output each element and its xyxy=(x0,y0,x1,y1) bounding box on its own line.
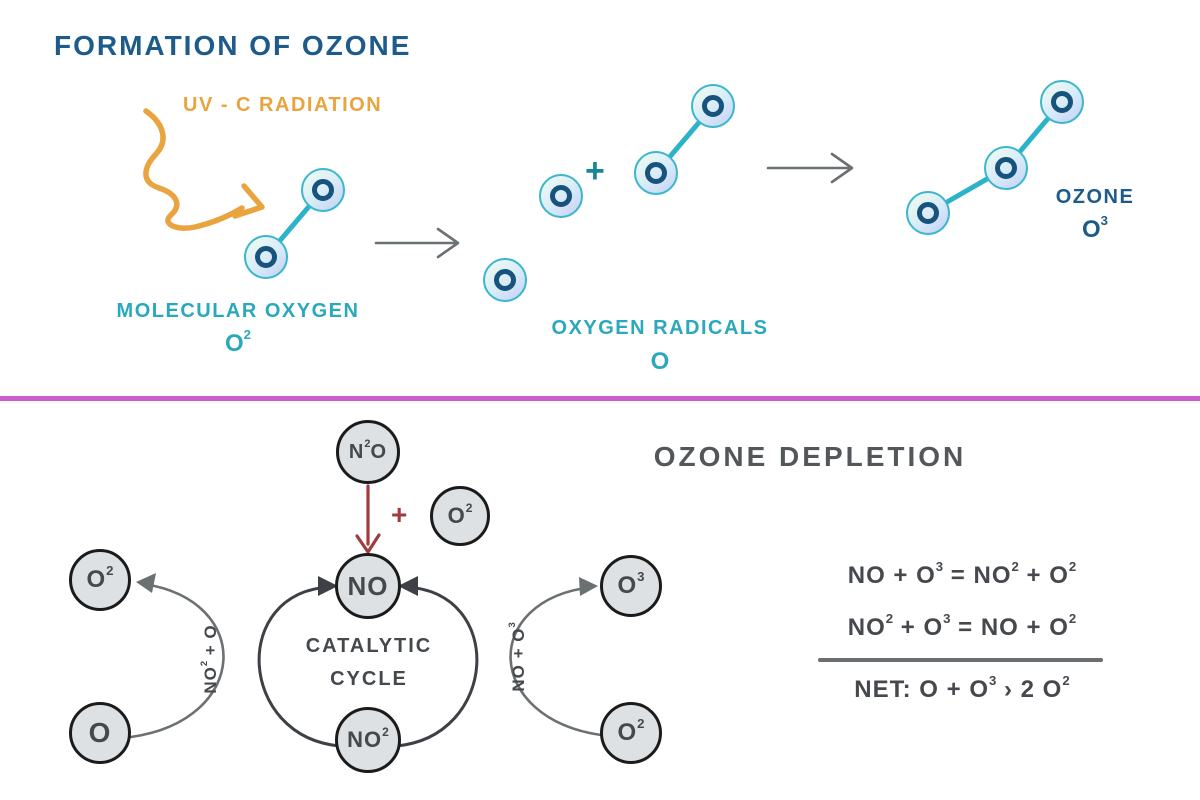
equation-divider xyxy=(818,658,1103,662)
catalytic-cycle-label-line1: CATALYTIC xyxy=(305,635,433,657)
molecular-oxygen-label: MOLECULAR OXYGEN xyxy=(116,300,360,322)
oxygen-atom-core-icon xyxy=(550,185,572,207)
oxygen-atom-icon xyxy=(301,168,345,212)
molecule-node-no: NO xyxy=(335,553,401,619)
oxygen-radicals-label: OXYGEN RADICALS xyxy=(551,317,769,339)
oxygen-atom-core-icon xyxy=(917,202,939,224)
oxygen-atom-core-icon xyxy=(255,246,277,268)
cycle-left-arc xyxy=(257,585,342,748)
depletion-title: OZONE DEPLETION xyxy=(653,441,967,472)
plus-sign: + xyxy=(585,152,605,190)
oxygen-radicals-formula: O xyxy=(650,348,670,375)
equation-net: NET: O + O3 › 2 O2 xyxy=(854,672,1070,703)
oxygen-atom-core-icon xyxy=(312,179,334,201)
cycle-left-arrowhead xyxy=(318,576,338,596)
outer-left-arrowhead xyxy=(136,573,156,593)
cycle-right-arrowhead xyxy=(398,576,418,596)
depletion-plus-sign: + xyxy=(391,499,408,530)
reaction-arrow-1 xyxy=(374,227,460,259)
oxygen-atom-core-icon xyxy=(494,269,516,291)
ozone-formula: O3 xyxy=(1081,212,1108,243)
outer-right-arc xyxy=(509,585,603,737)
uv-radiation-label: UV - C RADIATION xyxy=(183,94,383,116)
molecular-oxygen-formula: O2 xyxy=(224,326,251,357)
oxygen-atom-icon xyxy=(539,174,583,218)
molecule-node-o2-reactant: O2 xyxy=(430,486,490,546)
uv-squiggle-arrowhead xyxy=(232,183,265,219)
molecule-node-o-bottom-left: O xyxy=(69,702,131,764)
formation-title: FORMATION OF OZONE xyxy=(54,30,412,61)
ozone-label: OZONE xyxy=(1055,186,1135,208)
outer-left-arc xyxy=(129,582,225,739)
equation-1: NO + O3 = NO2 + O2 xyxy=(847,558,1077,589)
uv-squiggle-arrow xyxy=(143,108,245,231)
outer-right-arrowhead xyxy=(579,577,598,596)
section-divider xyxy=(0,396,1200,401)
catalytic-cycle-label-line2: CYCLE xyxy=(330,668,408,690)
oxygen-atom-core-icon xyxy=(1051,91,1073,113)
right-arc-reaction-label: NO + O3 xyxy=(507,622,528,692)
oxygen-atom-icon xyxy=(691,84,735,128)
molecule-node-o2-top-left: O2 xyxy=(69,549,131,611)
cycle-right-arc xyxy=(394,585,479,748)
molecule-node-n2o: N2O xyxy=(336,420,400,484)
oxygen-atom-core-icon xyxy=(645,162,667,184)
oxygen-atom-core-icon xyxy=(702,95,724,117)
n2o-to-no-arrow xyxy=(355,484,381,554)
oxygen-atom-icon xyxy=(634,151,678,195)
molecule-node-no2: NO2 xyxy=(335,707,401,773)
molecule-node-o2-bottom-right: O2 xyxy=(600,702,662,764)
oxygen-atom-icon xyxy=(483,258,527,302)
oxygen-atom-icon xyxy=(244,235,288,279)
oxygen-atom-icon xyxy=(1040,80,1084,124)
left-arc-reaction-label: NO2 + O xyxy=(199,624,220,694)
molecule-node-o3-top-right: O3 xyxy=(600,555,662,617)
oxygen-atom-icon xyxy=(984,146,1028,190)
oxygen-atom-icon xyxy=(906,191,950,235)
reaction-arrow-2 xyxy=(766,152,854,184)
equation-2: NO2 + O3 = NO + O2 xyxy=(847,610,1077,641)
oxygen-atom-core-icon xyxy=(995,157,1017,179)
